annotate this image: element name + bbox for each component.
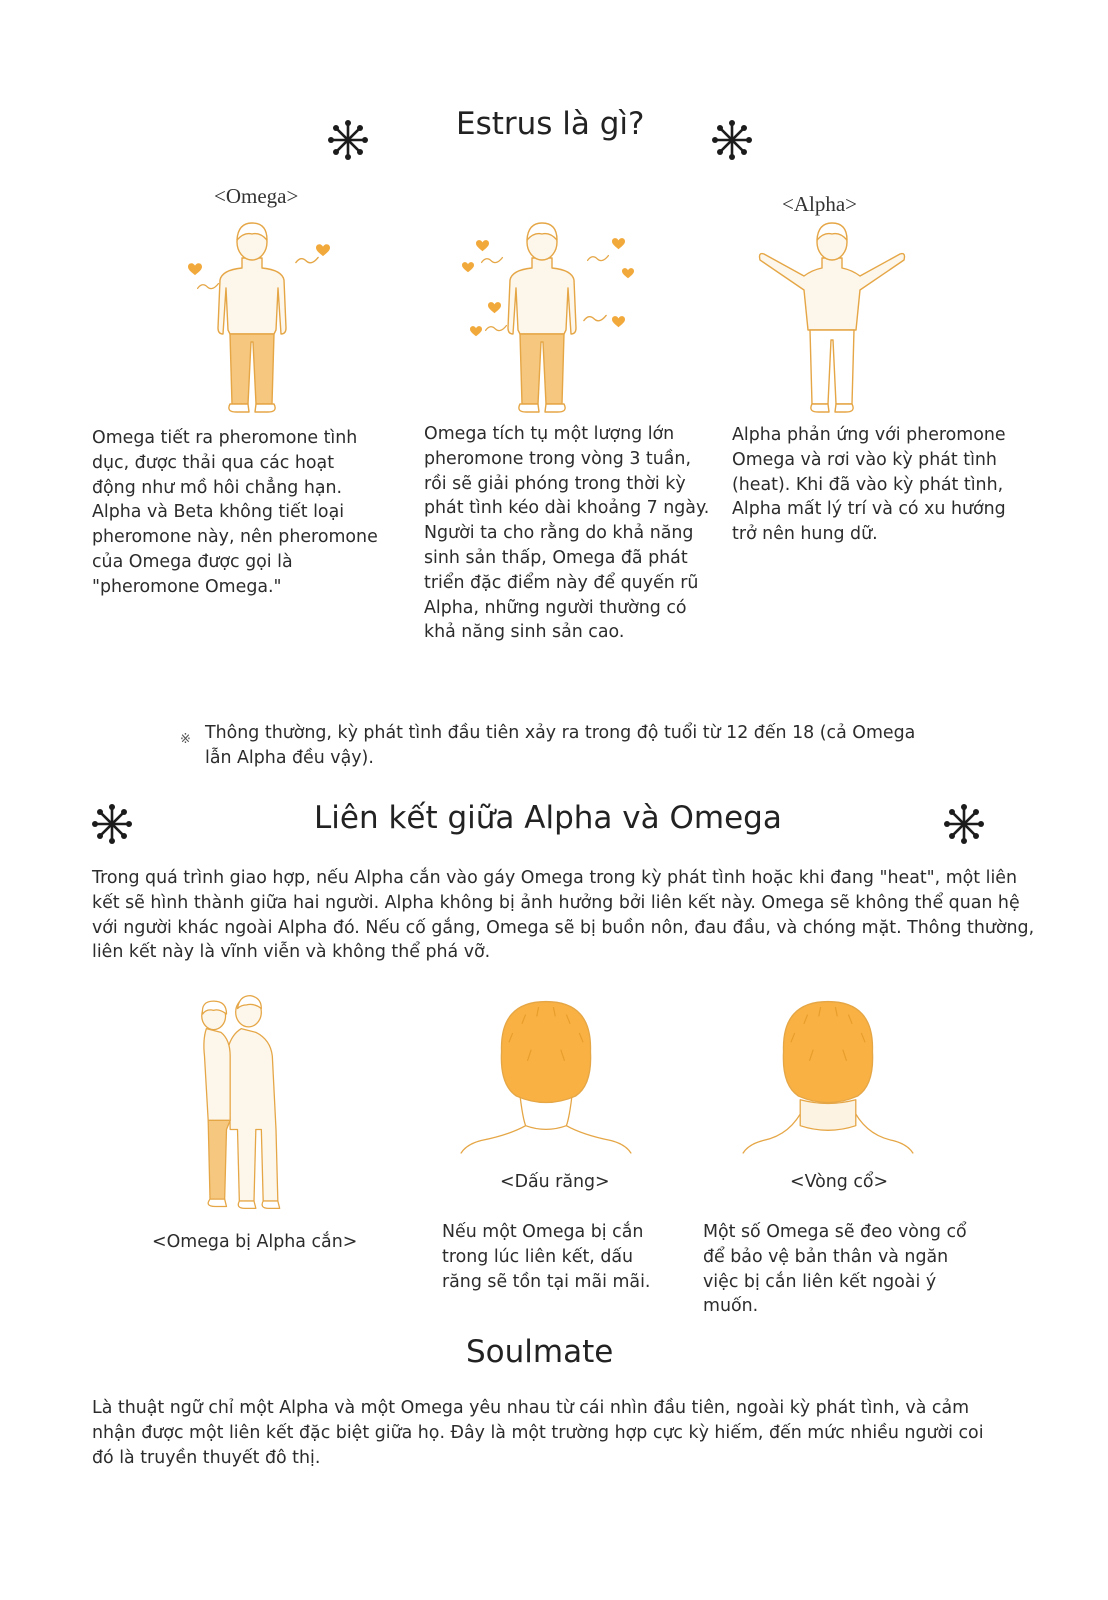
bite-figure bbox=[188, 986, 298, 1218]
alpha-reaction-text: Alpha phản ứng với pheromone Omega và rơ… bbox=[732, 425, 1006, 545]
heart-icon bbox=[612, 238, 625, 250]
omega-pheromone-text: Omega tiết ra pheromone tình dục, được t… bbox=[92, 428, 378, 597]
squiggle-line bbox=[196, 280, 220, 292]
squiggle-line bbox=[586, 252, 610, 264]
estrus-title: Estrus là gì? bbox=[456, 106, 645, 142]
bite-mark-text: Nếu một Omega bị cắn trong lúc liên kết,… bbox=[442, 1222, 651, 1292]
bond-description: Trong quá trình giao hợp, nếu Alpha cắn … bbox=[92, 868, 1035, 963]
omega-figure bbox=[202, 218, 302, 418]
heart-icon bbox=[612, 316, 625, 328]
alpha-figure bbox=[752, 218, 912, 418]
bond-title: Liên kết giữa Alpha và Omega bbox=[314, 800, 782, 836]
snowflake-icon bbox=[942, 802, 986, 846]
bite-mark-figure bbox=[448, 996, 644, 1172]
snowflake-icon bbox=[326, 118, 370, 162]
collar-figure bbox=[730, 996, 926, 1172]
omega-label: <Omega> bbox=[214, 184, 299, 208]
collar-caption: <Vòng cổ> bbox=[790, 1172, 889, 1192]
snowflake-icon bbox=[90, 802, 134, 846]
squiggle-line bbox=[484, 322, 508, 334]
heart-icon bbox=[488, 302, 501, 314]
heart-icon bbox=[462, 262, 474, 273]
heart-icon bbox=[476, 240, 489, 252]
omega-heat-figure bbox=[492, 218, 592, 418]
squiggle-line bbox=[294, 254, 320, 266]
first-heat-note: Thông thường, kỳ phát tình đầu tiên xảy … bbox=[205, 723, 916, 768]
snowflake-icon bbox=[710, 118, 754, 162]
alpha-label: <Alpha> bbox=[782, 192, 858, 216]
squiggle-line bbox=[480, 254, 504, 266]
soulmate-description: Là thuật ngữ chỉ một Alpha và một Omega … bbox=[92, 1398, 984, 1468]
omega-accumulation-text: Omega tích tụ một lượng lớn pheromone tr… bbox=[424, 424, 710, 643]
collar-text: Một số Omega sẽ đeo vòng cổ để bảo vệ bả… bbox=[703, 1222, 967, 1317]
heart-icon bbox=[188, 263, 202, 276]
bite-caption: <Omega bị Alpha cắn> bbox=[152, 1232, 358, 1252]
note-mark: ※ bbox=[180, 732, 191, 747]
heart-icon bbox=[470, 326, 482, 337]
squiggle-line bbox=[582, 312, 608, 324]
heart-icon bbox=[622, 268, 634, 279]
soulmate-title: Soulmate bbox=[466, 1334, 614, 1370]
bite-mark-caption: <Dấu răng> bbox=[500, 1172, 610, 1192]
